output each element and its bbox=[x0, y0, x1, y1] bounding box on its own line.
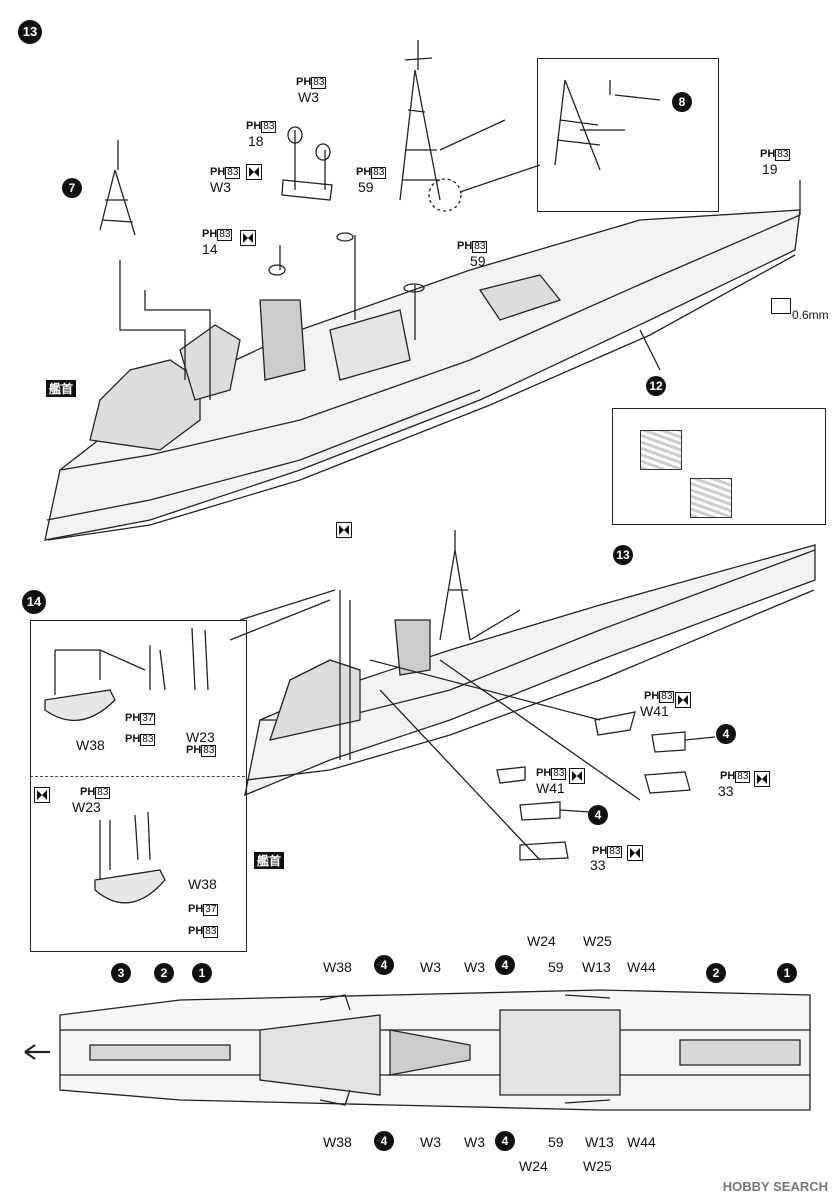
callout-8: 8 bbox=[672, 92, 692, 112]
watermark: HOBBY SEARCH bbox=[722, 1179, 828, 1194]
painting-icon bbox=[569, 768, 585, 784]
callout-1-stern: 1 bbox=[777, 963, 797, 983]
callout-4-plan-d: 4 bbox=[495, 1131, 515, 1151]
painting-icon bbox=[246, 164, 262, 180]
drill-icon bbox=[771, 298, 791, 314]
painting-icon bbox=[34, 787, 50, 803]
step-14-marker: 14 bbox=[22, 590, 46, 614]
callout-3: 3 bbox=[111, 963, 131, 983]
ensign-flag-icon bbox=[640, 430, 682, 470]
bow-label-lower: 艦首 bbox=[254, 852, 285, 869]
part-w41: W41 bbox=[536, 780, 565, 796]
part-33: 33 bbox=[590, 857, 606, 873]
callout-13: 13 bbox=[613, 545, 633, 565]
callout-4-plan-b: 4 bbox=[495, 955, 515, 975]
part-59: 59 bbox=[470, 253, 486, 269]
part-w38: W38 bbox=[76, 737, 105, 753]
part-33: 33 bbox=[718, 783, 734, 799]
part-59: 59 bbox=[548, 959, 564, 975]
part-w13: W13 bbox=[582, 959, 611, 975]
part-w24: W24 bbox=[519, 1158, 548, 1174]
part-w38: W38 bbox=[188, 876, 217, 892]
part-59: 59 bbox=[548, 1134, 564, 1150]
part-w23: W23 bbox=[186, 729, 215, 745]
part-w3: W3 bbox=[210, 179, 231, 195]
part-14: 14 bbox=[202, 241, 218, 257]
mast-detail-inset bbox=[537, 58, 719, 212]
part-w41: W41 bbox=[640, 703, 669, 719]
callout-2-stern: 2 bbox=[706, 963, 726, 983]
note-0.6mm: 0.6mm bbox=[792, 308, 829, 322]
part-w3: W3 bbox=[420, 959, 441, 975]
callout-12: 12 bbox=[646, 376, 666, 396]
callout-7: 7 bbox=[62, 178, 82, 198]
part-w25: W25 bbox=[583, 933, 612, 949]
part-w44: W44 bbox=[627, 1134, 656, 1150]
part-w3: W3 bbox=[464, 1134, 485, 1150]
callout-4b: 4 bbox=[588, 805, 608, 825]
boat-detail-inset bbox=[30, 620, 247, 952]
part-w38: W38 bbox=[323, 959, 352, 975]
flag-detail-inset bbox=[612, 408, 826, 525]
part-w23: W23 bbox=[72, 799, 101, 815]
part-w3: W3 bbox=[298, 89, 319, 105]
painting-icon bbox=[754, 771, 770, 787]
part-w3: W3 bbox=[420, 1134, 441, 1150]
part-w38: W38 bbox=[323, 1134, 352, 1150]
painting-icon bbox=[336, 522, 352, 538]
bow-label: 艦首 bbox=[46, 380, 77, 397]
part-19: 19 bbox=[762, 161, 778, 177]
part-59: 59 bbox=[358, 179, 374, 195]
callout-4-plan-c: 4 bbox=[374, 1131, 394, 1151]
callout-1: 1 bbox=[192, 963, 212, 983]
part-w13: W13 bbox=[585, 1134, 614, 1150]
painting-icon bbox=[627, 845, 643, 861]
callout-4-plan: 4 bbox=[374, 955, 394, 975]
part-w44: W44 bbox=[627, 959, 656, 975]
step-13-marker: 13 bbox=[18, 20, 42, 44]
painting-icon bbox=[675, 692, 691, 708]
part-w25: W25 bbox=[583, 1158, 612, 1174]
inset-divider bbox=[30, 776, 245, 777]
ensign-flag-icon bbox=[690, 478, 732, 518]
painting-icon bbox=[240, 230, 256, 246]
part-w3: W3 bbox=[464, 959, 485, 975]
callout-4: 4 bbox=[716, 724, 736, 744]
part-w24: W24 bbox=[527, 933, 556, 949]
callout-2: 2 bbox=[154, 963, 174, 983]
part-18: 18 bbox=[248, 133, 264, 149]
